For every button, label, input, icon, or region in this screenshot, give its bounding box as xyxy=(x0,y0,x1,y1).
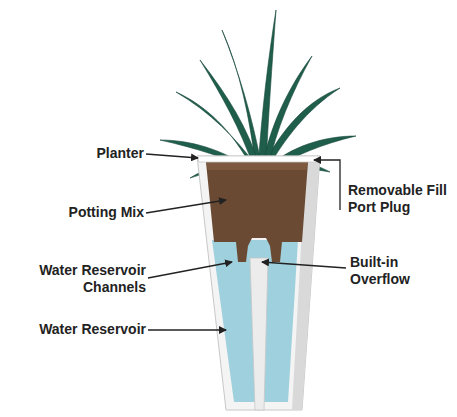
potting-mix xyxy=(206,162,308,262)
part-label: Potting Mix xyxy=(40,204,144,221)
part-label: Built-in Overflow xyxy=(350,254,440,288)
planter-rim xyxy=(197,156,320,162)
soil-top xyxy=(206,162,308,170)
center-support xyxy=(250,258,268,410)
planter-body xyxy=(197,156,320,410)
part-label: Planter xyxy=(60,145,144,162)
part-label: Water Reservoir xyxy=(10,321,146,338)
part-label: Water Reservoir Channels xyxy=(10,262,146,296)
part-label: Removable Fill Port Plug xyxy=(348,182,454,216)
leader-lines xyxy=(146,154,346,330)
plant-leaves xyxy=(160,10,356,178)
